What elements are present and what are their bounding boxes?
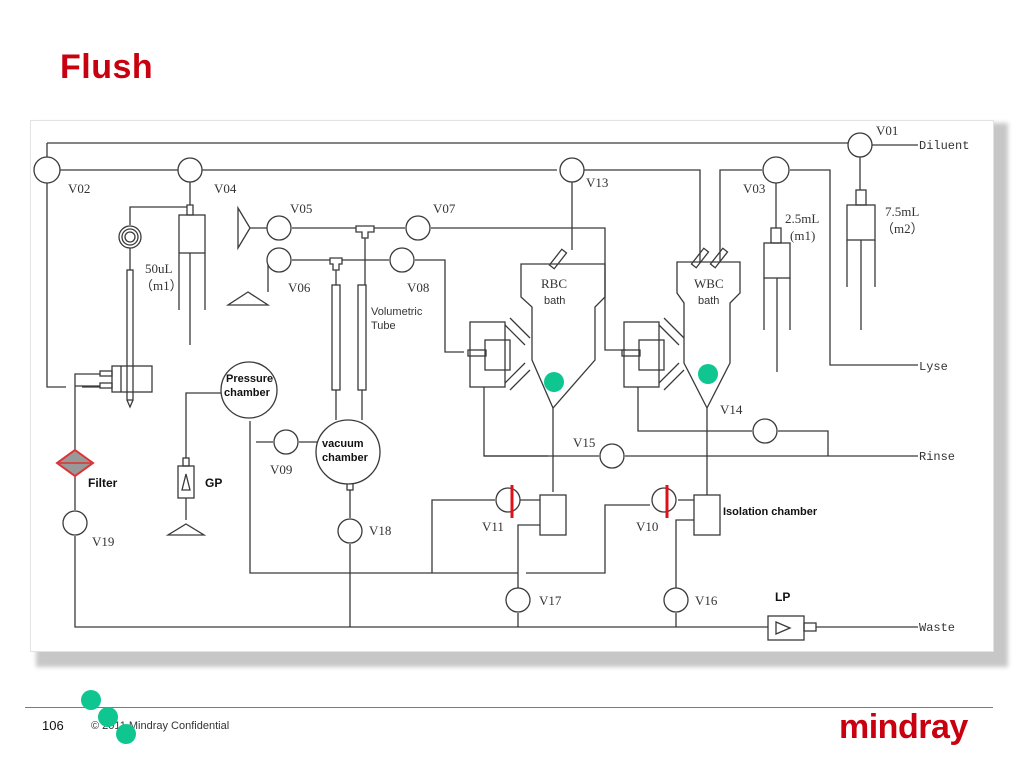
label-v03: V03	[743, 181, 765, 196]
label-wbc-bath-1: WBC	[694, 276, 724, 291]
label-isolation-chamber: Isolation chamber	[723, 506, 818, 518]
wbc-bath-indicator	[698, 364, 718, 384]
valve-v13	[559, 157, 585, 183]
valve-v02	[33, 156, 61, 184]
label-v14: V14	[720, 402, 743, 417]
port-rinse: Rinse	[919, 450, 955, 464]
label-v02: V02	[68, 181, 90, 196]
slide-title: Flush	[60, 48, 154, 86]
label-v08: V08	[407, 280, 429, 295]
valve-v17	[505, 587, 531, 613]
label-wbc-bath-2: bath	[698, 295, 719, 307]
label-v10: V10	[636, 519, 658, 534]
valve-v03	[762, 156, 790, 184]
label-pressure-1: Pressure	[226, 373, 273, 385]
page-number: 106	[42, 718, 64, 733]
vacuum-chamber	[315, 419, 381, 485]
pressure-chamber	[220, 361, 278, 419]
label-v18: V18	[369, 523, 391, 538]
label-sample-motor: （m1）	[140, 278, 183, 293]
label-lyse-motor: (m1)	[790, 228, 815, 243]
label-vacuum-2: chamber	[322, 452, 369, 464]
label-v11: V11	[482, 519, 504, 534]
rbc-bath-indicator	[544, 372, 564, 392]
valve-v11	[495, 487, 521, 513]
valve-v14	[752, 418, 778, 444]
label-volumetric-1: Volumetric	[371, 306, 423, 318]
valve-v18	[337, 518, 363, 544]
label-rbc-bath-1: RBC	[541, 276, 567, 291]
label-lp: LP	[775, 590, 790, 604]
label-pressure-2: chamber	[224, 387, 271, 399]
label-vacuum-1: vacuum	[322, 438, 364, 450]
diagram-panel	[30, 120, 994, 652]
label-diluent-motor: （m2）	[881, 221, 924, 236]
decorative-dot	[98, 707, 118, 727]
valve-v06	[266, 247, 292, 273]
label-sample-volume: 50uL	[145, 261, 173, 276]
valve-v16	[663, 587, 689, 613]
label-volumetric-2: Tube	[371, 320, 396, 332]
label-lyse-volume: 2.5mL	[785, 211, 819, 226]
port-lyse: Lyse	[919, 360, 948, 374]
label-v19: V19	[92, 534, 114, 549]
valve-v15	[599, 443, 625, 469]
label-v06: V06	[288, 280, 311, 295]
label-v17: V17	[539, 593, 562, 608]
label-diluent-volume: 7.5mL	[885, 204, 919, 219]
valve-v04	[177, 157, 203, 183]
valve-v01	[847, 132, 873, 158]
valve-v10	[651, 487, 677, 513]
label-v07: V07	[433, 201, 456, 216]
label-v09: V09	[270, 462, 292, 477]
decorative-dot	[116, 724, 136, 744]
label-gp: GP	[205, 476, 222, 490]
valve-v07	[405, 215, 431, 241]
valve-v19	[62, 510, 88, 536]
valve-v09	[273, 429, 299, 455]
decorative-dot	[81, 690, 101, 710]
mindray-logo: mindray	[839, 708, 968, 746]
label-v01: V01	[876, 123, 898, 138]
footer-divider	[25, 707, 993, 708]
port-waste: Waste	[919, 621, 955, 635]
valve-v08	[389, 247, 415, 273]
label-v05: V05	[290, 201, 312, 216]
label-v04: V04	[214, 181, 237, 196]
label-v15: V15	[573, 435, 595, 450]
label-v13: V13	[586, 175, 608, 190]
port-diluent: Diluent	[919, 139, 969, 153]
label-v16: V16	[695, 593, 718, 608]
label-filter: Filter	[88, 476, 118, 490]
valve-v05	[266, 215, 292, 241]
label-rbc-bath-2: bath	[544, 295, 565, 307]
